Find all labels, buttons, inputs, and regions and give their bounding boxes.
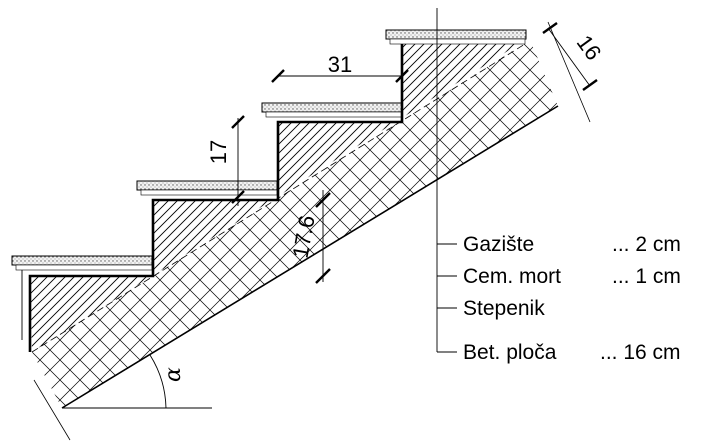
legend-item-gaziste: Gazište (463, 233, 534, 256)
slab-underside (61, 105, 559, 409)
legend: Gazište ... 2 cm Cem. mort ... 1 cm Step… (436, 8, 681, 364)
legend-value-gaziste: ... 2 cm (612, 233, 681, 256)
legend-item-cem-mort: Cem. mort (463, 265, 561, 288)
legend-item-stepenik: Stepenik (463, 297, 545, 320)
tread-depth-label: 31 (328, 52, 352, 77)
dimension-tread-depth: 31 (271, 52, 409, 92)
legend-item-bet-ploca: Bet. ploča (463, 341, 557, 364)
dimension-riser-height: 17 (206, 115, 245, 206)
angle-label: α (161, 367, 186, 382)
concrete-slab (32, 40, 558, 408)
legend-value-bet-ploca: ... 16 cm (600, 341, 681, 364)
legend-value-cem-mort: ... 1 cm (612, 265, 681, 288)
riser-height-label: 17 (206, 140, 231, 164)
step-profile (28, 44, 404, 352)
slab-thickness-label: 16 (572, 30, 607, 65)
